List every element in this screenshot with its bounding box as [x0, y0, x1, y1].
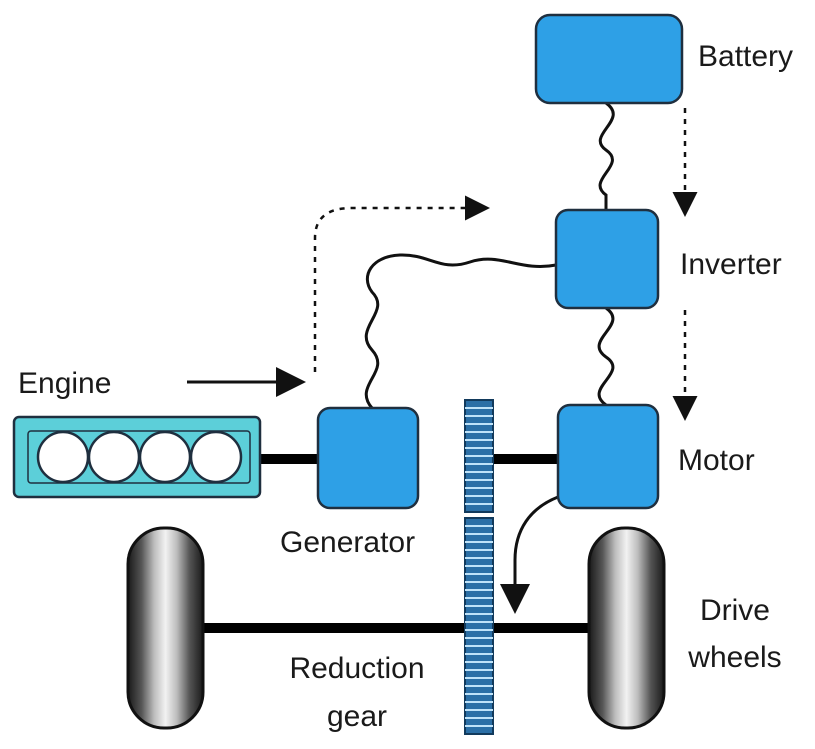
- engine-cylinder: [87, 430, 141, 484]
- inverter-label: Inverter: [680, 248, 782, 281]
- reduction-gear-label-line1: Reduction: [289, 652, 424, 685]
- reduction-gear-label-line2: gear: [327, 700, 387, 733]
- left-wheel: [126, 526, 205, 730]
- drive-wheels-label-line1: Drive: [700, 594, 770, 627]
- battery-label: Battery: [698, 40, 793, 73]
- generator-power-flow-arrow: [313, 195, 490, 372]
- motor-to-wheels-arrow: [500, 495, 559, 614]
- engine-cylinder: [138, 430, 192, 484]
- inverter-box: [554, 208, 660, 310]
- generator-box: [316, 406, 420, 510]
- drive-wheels-label-line2: wheels: [687, 641, 781, 674]
- engine-block: [12, 415, 262, 499]
- engine-label: Engine: [18, 367, 111, 400]
- generator-inverter-wire: [364, 253, 557, 409]
- battery-inverter-wire: [598, 101, 615, 210]
- generator-label: Generator: [280, 526, 415, 559]
- reduction-gear-lower: [464, 517, 494, 735]
- engine-cylinder: [36, 430, 90, 484]
- motor-label: Motor: [678, 444, 755, 477]
- battery-box: [534, 13, 684, 105]
- inverter-motor-wire: [597, 306, 615, 407]
- reduction-gear-upper: [464, 399, 494, 513]
- right-wheel: [587, 526, 666, 730]
- motor-box: [556, 403, 660, 510]
- engine-cylinder: [189, 430, 243, 484]
